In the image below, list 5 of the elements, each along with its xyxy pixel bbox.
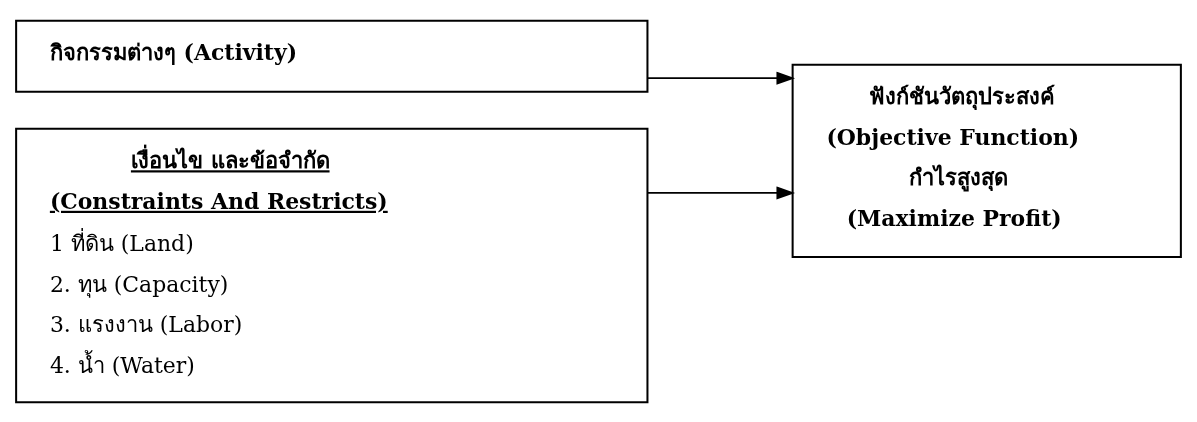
arrow [646,71,796,85]
arrow [646,185,796,199]
node-box: เงื่อนไข และข้อจำกัด (Constraints And Restricts) 1 ที่ดิน (Land) 2. ทุน (Capacity) 3. แรงงาน (Labor) 4. น้ำ (Water) [15,127,649,403]
node-box: กิจกรรมต่างๆ (Activity) [15,19,649,93]
node-box: ฟังก์ชันวัตถุประสงค์ (Objective Function) กำไรสูงสุด (Maximize Profit) [791,63,1182,258]
